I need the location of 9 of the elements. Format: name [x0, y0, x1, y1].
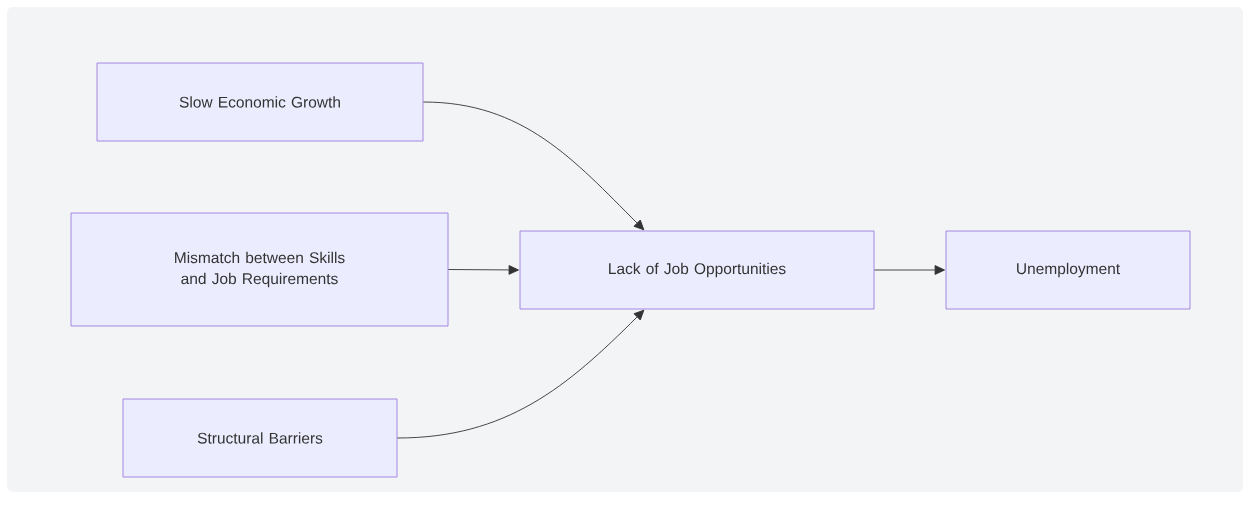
process-box: Mismatch between Skills and Job Requirements: [70, 212, 449, 327]
process-box: Structural Barriers: [122, 398, 398, 478]
process-box: Unemployment: [945, 230, 1191, 310]
arrow: [422, 101, 645, 231]
arrow: [396, 309, 645, 439]
arrow: [873, 265, 945, 275]
process-box: Lack of Job Opportunities: [519, 230, 875, 310]
arrow: [447, 265, 519, 275]
process-box: Slow Economic Growth: [96, 62, 424, 142]
